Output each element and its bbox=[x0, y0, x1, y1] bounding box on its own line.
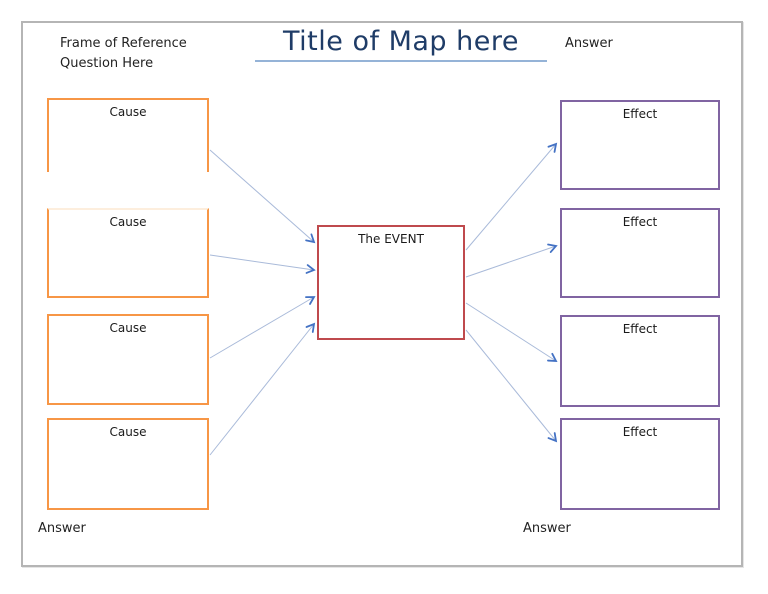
event-box-label: The EVENT bbox=[358, 232, 424, 246]
map-title: Title of Map here bbox=[283, 26, 519, 57]
frame-of-reference-label: Frame of Reference Question Here bbox=[60, 34, 187, 74]
effect-box-1-label: Effect bbox=[622, 107, 658, 121]
event-box[interactable]: The EVENT bbox=[317, 225, 465, 340]
effect-box-4[interactable]: Effect bbox=[560, 418, 720, 510]
cause-box-1[interactable]: Cause bbox=[47, 98, 209, 172]
answer-label-bottom-left: Answer bbox=[38, 521, 86, 536]
cause-box-4-label: Cause bbox=[109, 425, 147, 439]
effect-box-4-label: Effect bbox=[622, 425, 658, 439]
frame-of-reference-line2: Question Here bbox=[60, 56, 154, 71]
effect-box-3[interactable]: Effect bbox=[560, 315, 720, 407]
cause-box-3-label: Cause bbox=[109, 321, 147, 335]
effect-box-2-label: Effect bbox=[622, 215, 658, 229]
frame-of-reference-line1: Frame of Reference bbox=[60, 36, 187, 51]
answer-label-bottom-right: Answer bbox=[523, 521, 571, 536]
cause-box-2-label: Cause bbox=[109, 215, 147, 229]
cause-box-2[interactable]: Cause bbox=[47, 208, 209, 298]
effect-box-3-label: Effect bbox=[622, 322, 658, 336]
title-underline bbox=[255, 60, 547, 62]
cause-box-3[interactable]: Cause bbox=[47, 314, 209, 405]
effect-box-2[interactable]: Effect bbox=[560, 208, 720, 298]
cause-box-4[interactable]: Cause bbox=[47, 418, 209, 510]
effect-box-1[interactable]: Effect bbox=[560, 100, 720, 190]
cause-box-1-label: Cause bbox=[109, 105, 147, 119]
answer-label-top-right: Answer bbox=[565, 36, 613, 51]
